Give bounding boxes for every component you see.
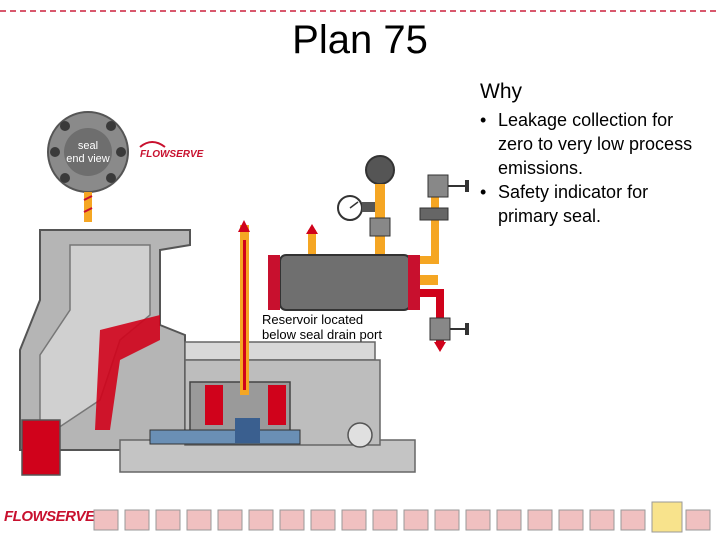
drain-valve-icon <box>429 317 469 352</box>
reservoir-vessel <box>268 254 438 311</box>
plan-75-diagram: seal end view FLOWSERVE <box>19 111 469 476</box>
pump-casing <box>19 229 191 476</box>
reservoir-label: below seal drain port <box>262 327 382 342</box>
seal-view-label: end view <box>66 153 109 165</box>
seal-chamber <box>149 381 373 448</box>
bullet-item: Safety indicator for primary seal. <box>478 180 713 228</box>
why-heading: Why <box>480 80 522 103</box>
footer-icon-strip <box>93 501 711 533</box>
top-decorative-rule <box>0 10 720 12</box>
level-switch-icon <box>365 155 395 254</box>
flowserve-logo: FLOWSERVE <box>4 508 95 525</box>
slide-title: Plan 75 <box>292 18 428 62</box>
reservoir-label: Reservoir located <box>262 312 363 327</box>
pressure-gauge-icon <box>337 195 380 221</box>
seal-view-label: seal <box>78 140 98 152</box>
bullet-item: Leakage collection for zero to very low … <box>478 108 713 180</box>
brand-small-logo: FLOWSERVE <box>140 149 204 160</box>
vent-valve-icon <box>427 174 469 198</box>
seal-end-view: seal end view <box>47 111 129 193</box>
bullet-list: Leakage collection for zero to very low … <box>478 108 713 228</box>
drain-pipe <box>238 220 250 395</box>
orifice-flange-icon <box>419 207 449 221</box>
